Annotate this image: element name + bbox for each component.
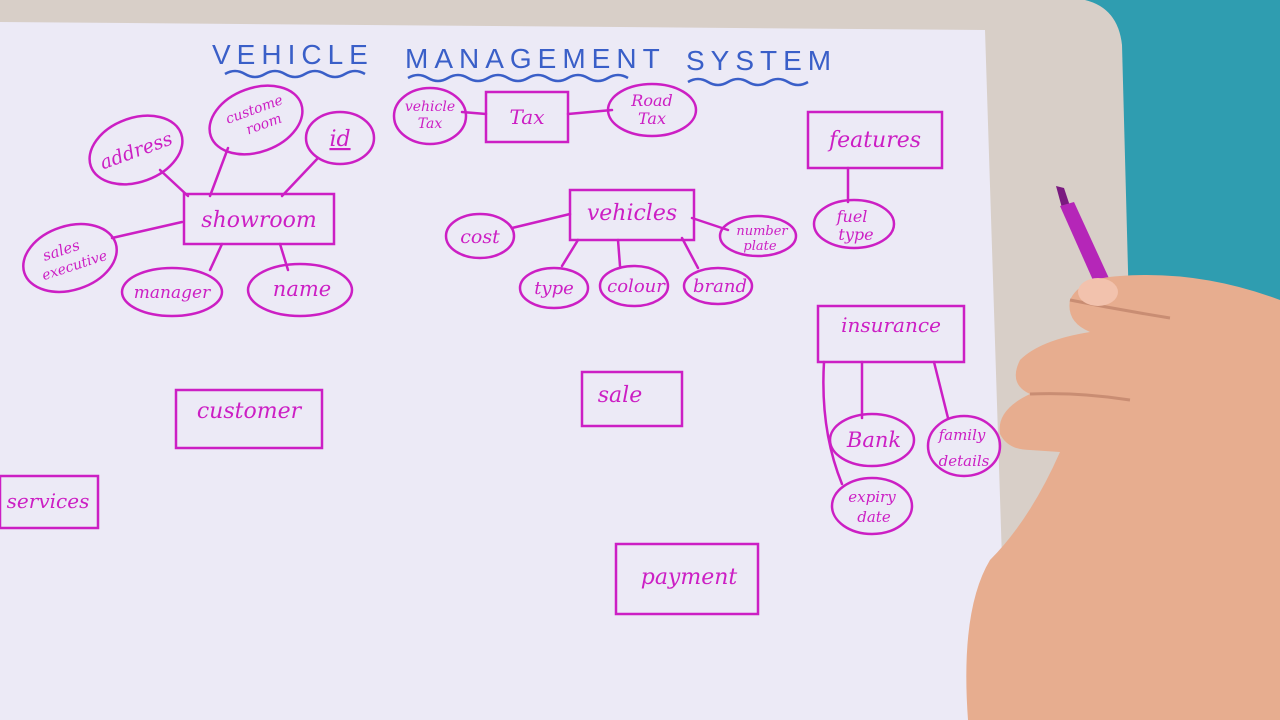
entity-vehicles-label: vehicles	[587, 201, 677, 226]
attr-road-tax-oval	[606, 82, 698, 138]
entity-showroom-box	[182, 192, 336, 246]
attr-vehicle-tax-oval	[392, 86, 468, 146]
attr-family-details-label-line1: family	[938, 426, 986, 444]
entity-tax-label: Tax	[510, 105, 545, 129]
entity-services-box	[0, 474, 100, 530]
diagram-title: VEHICLE MANAGEMENT SYSTEM	[212, 39, 837, 87]
entity-features-label: features	[827, 128, 921, 153]
entity-services-label: services	[7, 489, 90, 513]
entity-payment-box	[614, 542, 760, 616]
entity-features-box	[806, 110, 944, 170]
attr-road-tax-label-line2: Tax	[638, 109, 666, 128]
entity-customer-label: customer	[197, 399, 303, 424]
entity-sale-label: sale	[598, 383, 642, 408]
attr-cost-label: cost	[460, 226, 500, 248]
attr-id-label: id	[329, 127, 350, 152]
entity-insurance-label: insurance	[841, 313, 941, 337]
attr-bank-oval	[828, 412, 916, 468]
attr-fuel-type-oval	[812, 198, 896, 250]
attr-expiry-date-label-line1: expiry	[848, 488, 896, 506]
attr-name-oval	[246, 262, 354, 318]
attr-type-label: type	[534, 278, 574, 299]
attr-family-details-oval	[926, 414, 1002, 478]
attr-customer-room-oval	[208, 84, 304, 156]
attr-expiry-date-label-line2: date	[857, 508, 891, 526]
entity-payment-label: payment	[641, 565, 738, 590]
attr-road-tax-label-line1: Road	[630, 91, 672, 110]
attr-sales-executive-oval	[22, 222, 118, 294]
title-word-system: SYSTEM	[686, 45, 837, 76]
attr-fuel-type-label-line2: type	[838, 225, 873, 244]
entity-tax-box	[484, 90, 570, 144]
title-word-management: MANAGEMENT	[405, 43, 666, 74]
entity-labels: showroom Tax vehicles features insurance…	[7, 105, 941, 590]
attr-family-details-label-line2: details	[939, 452, 990, 470]
attr-number-plate-label-line1: number	[736, 224, 788, 239]
attr-number-plate-label-line2: plate	[743, 239, 776, 254]
entity-shapes	[0, 90, 966, 616]
title-underline	[224, 69, 809, 87]
attribute-shapes	[22, 82, 1002, 536]
attr-manager-oval	[120, 266, 224, 318]
attr-address-oval	[88, 114, 184, 186]
attr-cost-oval	[444, 212, 516, 260]
hand-icon	[966, 275, 1280, 720]
title-word-vehicle: VEHICLE	[212, 39, 374, 70]
entity-vehicles-box	[568, 188, 696, 242]
attr-type-oval	[518, 266, 590, 310]
attr-colour-oval	[598, 264, 670, 308]
attr-name-label: name	[273, 277, 331, 301]
entity-showroom-label: showroom	[201, 208, 316, 233]
attr-id-oval	[304, 110, 376, 166]
attr-bank-label: Bank	[846, 428, 901, 452]
attr-brand-oval	[682, 266, 754, 306]
attr-brand-label: brand	[693, 276, 747, 297]
entity-sale-box	[580, 370, 684, 428]
attr-vehicle-tax-label-line1: vehicle	[405, 99, 455, 115]
attr-fuel-type-label-line1: fuel	[836, 207, 868, 226]
attr-colour-label: colour	[607, 276, 666, 297]
paper-sheet	[0, 22, 1010, 720]
entity-customer-box	[174, 388, 324, 450]
attribute-labels: address custome room id sales executive …	[40, 91, 990, 526]
attr-number-plate-oval	[718, 214, 798, 258]
attr-manager-label: manager	[134, 283, 211, 303]
entity-insurance-box	[816, 304, 966, 364]
attr-expiry-date-oval	[830, 476, 914, 536]
attr-vehicle-tax-label-line2: Tax	[418, 116, 443, 132]
